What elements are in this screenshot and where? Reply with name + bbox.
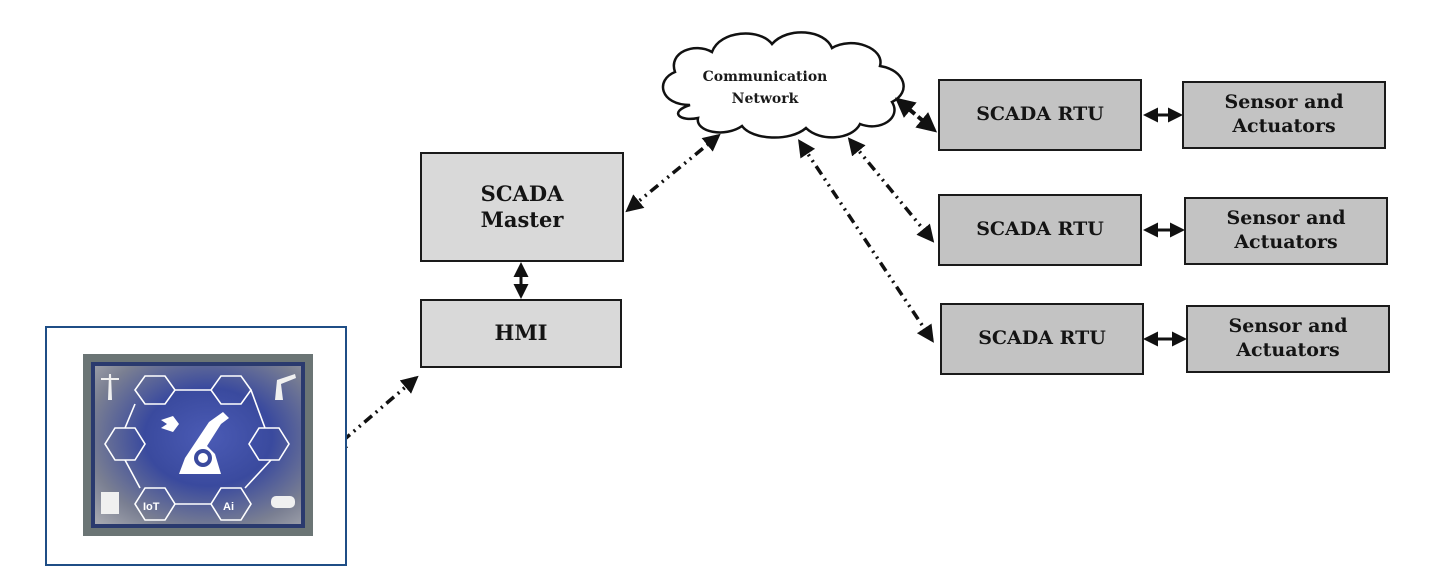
scada-rtu-box-2[interactable]: SCADA RTU [938, 194, 1142, 266]
scada-rtu-label: SCADA RTU [976, 218, 1104, 241]
link-network-rtu-1 [894, 97, 938, 133]
hmi-box[interactable]: HMI [420, 299, 622, 368]
gear-icon [104, 427, 146, 461]
sensor-actuators-label: Sensor and Actuators [1226, 207, 1346, 253]
hmi-screen-graphic: IoT Ai [101, 374, 296, 521]
sensor-actuators-box-3[interactable]: Sensor and Actuators [1186, 305, 1390, 373]
scada-rtu-box-3[interactable]: SCADA RTU [940, 303, 1144, 375]
ai-badge: Ai [223, 501, 234, 513]
sensor-actuators-box-1[interactable]: Sensor and Actuators [1182, 81, 1386, 149]
network-label-line1: Communication [702, 69, 828, 85]
cloud-gear-icon [134, 375, 176, 405]
sensor-actuators-label: Sensor and Actuators [1224, 91, 1344, 137]
scada-rtu-label: SCADA RTU [976, 103, 1104, 126]
mobile-security-icon [210, 375, 252, 405]
robotic-arm-icon [161, 412, 229, 474]
scada-master-box[interactable]: SCADA Master [420, 152, 624, 262]
cloud-icon [661, 31, 905, 139]
sensor-actuators-box-2[interactable]: Sensor and Actuators [1184, 197, 1388, 265]
oil-pump-icon [275, 374, 296, 400]
network-label-line2: Network [731, 91, 799, 108]
tanker-truck-icon [271, 496, 295, 508]
link-master-network [625, 133, 721, 213]
hmi-label: HMI [494, 320, 548, 346]
scada-rtu-box-1[interactable]: SCADA RTU [938, 79, 1142, 151]
wind-turbine-icon [101, 374, 119, 400]
iot-badge: IoT [143, 501, 160, 513]
scada-rtu-label: SCADA RTU [978, 327, 1106, 350]
network-label: Communication Network [690, 66, 840, 111]
link-network-rtu-3 [798, 139, 934, 343]
monitor-icon [248, 427, 290, 461]
link-network-rtu-2 [847, 137, 935, 243]
sensor-actuators-label: Sensor and Actuators [1228, 315, 1348, 361]
industrial-hmi-screen-icon: IoT Ai [83, 354, 313, 536]
iot-icon [134, 487, 176, 521]
scada-master-label: SCADA Master [480, 180, 564, 232]
factory-icon [101, 492, 119, 514]
